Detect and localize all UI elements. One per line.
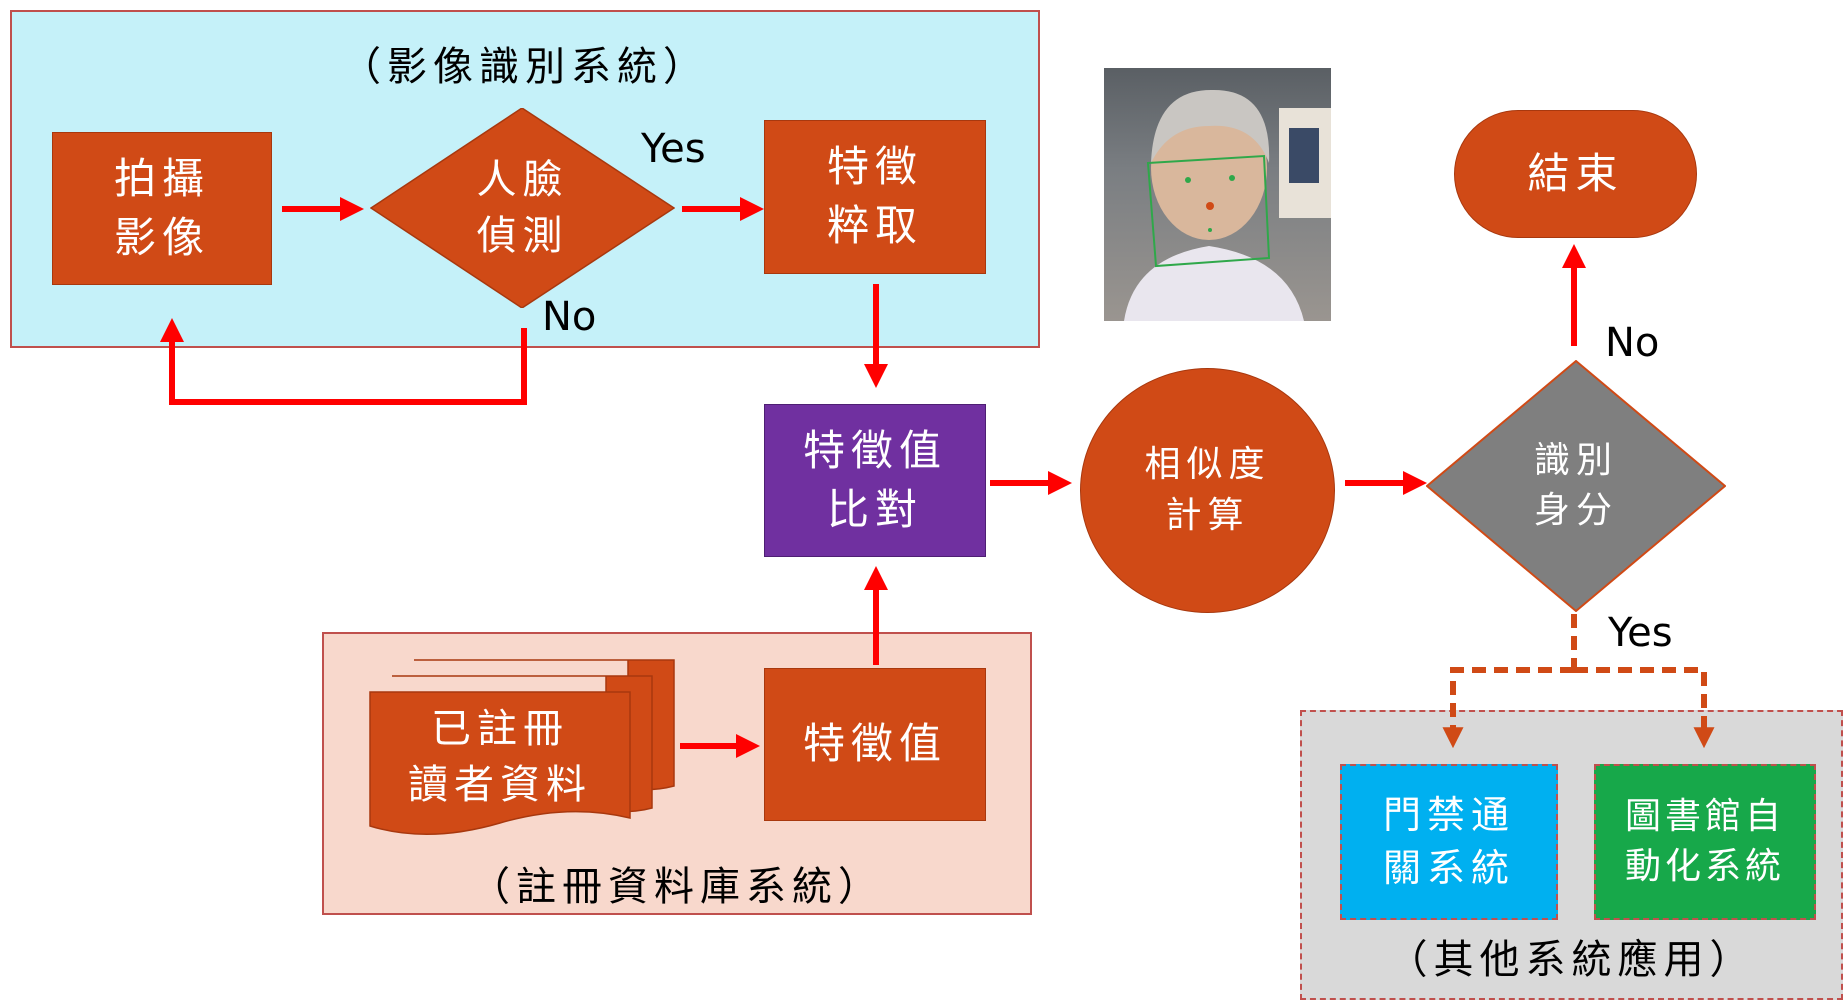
end-node: 結束 bbox=[1454, 110, 1697, 238]
similarity-node: 相似度 計算 bbox=[1080, 368, 1335, 613]
image-recognition-title: （影像識別系統） bbox=[341, 44, 709, 90]
library-automation-node: 圖書館自 動化系統 bbox=[1594, 764, 1816, 920]
identify-no-flag: No bbox=[1605, 320, 1660, 366]
feature-extract-node: 特徵 粹取 bbox=[764, 120, 986, 274]
registration-db-title: （註冊資料庫系統） bbox=[470, 864, 884, 910]
feature-value-label: 特徵值 bbox=[802, 719, 947, 769]
identify-yes-flag: Yes bbox=[1608, 610, 1673, 656]
multi-document-shape bbox=[369, 659, 675, 835]
end-label: 結束 bbox=[1527, 148, 1624, 198]
face-detect-label: 人臉 偵測 bbox=[476, 157, 569, 259]
face-photo bbox=[1104, 68, 1331, 321]
registered-data-label: 已註冊 讀者資料 bbox=[408, 706, 592, 808]
face-detect-diamond bbox=[370, 108, 675, 308]
dashed-to-library bbox=[1574, 667, 1715, 749]
identify-diamond bbox=[1426, 360, 1726, 612]
capture-image-label: 拍攝 影像 bbox=[113, 153, 210, 262]
access-control-label: 門禁通 關系統 bbox=[1382, 792, 1515, 890]
feature-compare-node: 特徵值 比對 bbox=[764, 404, 986, 557]
identify-node: 識別 身分 bbox=[1426, 360, 1726, 612]
identify-label: 識別 身分 bbox=[1533, 439, 1618, 531]
feature-value-node: 特徵值 bbox=[764, 668, 986, 821]
access-control-node: 門禁通 關系統 bbox=[1340, 764, 1558, 920]
library-automation-label: 圖書館自 動化系統 bbox=[1624, 795, 1785, 887]
face-detect-yes-flag: Yes bbox=[641, 126, 706, 172]
other-apps-title: （其他系統應用） bbox=[1387, 937, 1756, 983]
face-detect-no-flag: No bbox=[542, 294, 597, 340]
face-detect-node: 人臉 偵測 bbox=[370, 108, 675, 308]
face-photo-drawing bbox=[1124, 89, 1331, 321]
similarity-label: 相似度 計算 bbox=[1144, 444, 1271, 536]
feature-compare-label: 特徵值 比對 bbox=[802, 425, 947, 534]
feature-extract-label: 特徵 粹取 bbox=[826, 142, 923, 250]
capture-image-node: 拍攝 影像 bbox=[52, 132, 272, 285]
dashed-to-access bbox=[1442, 667, 1574, 749]
arrow-detect-no-loop bbox=[160, 318, 527, 405]
registered-data-node: 已註冊 讀者資料 bbox=[368, 658, 678, 848]
